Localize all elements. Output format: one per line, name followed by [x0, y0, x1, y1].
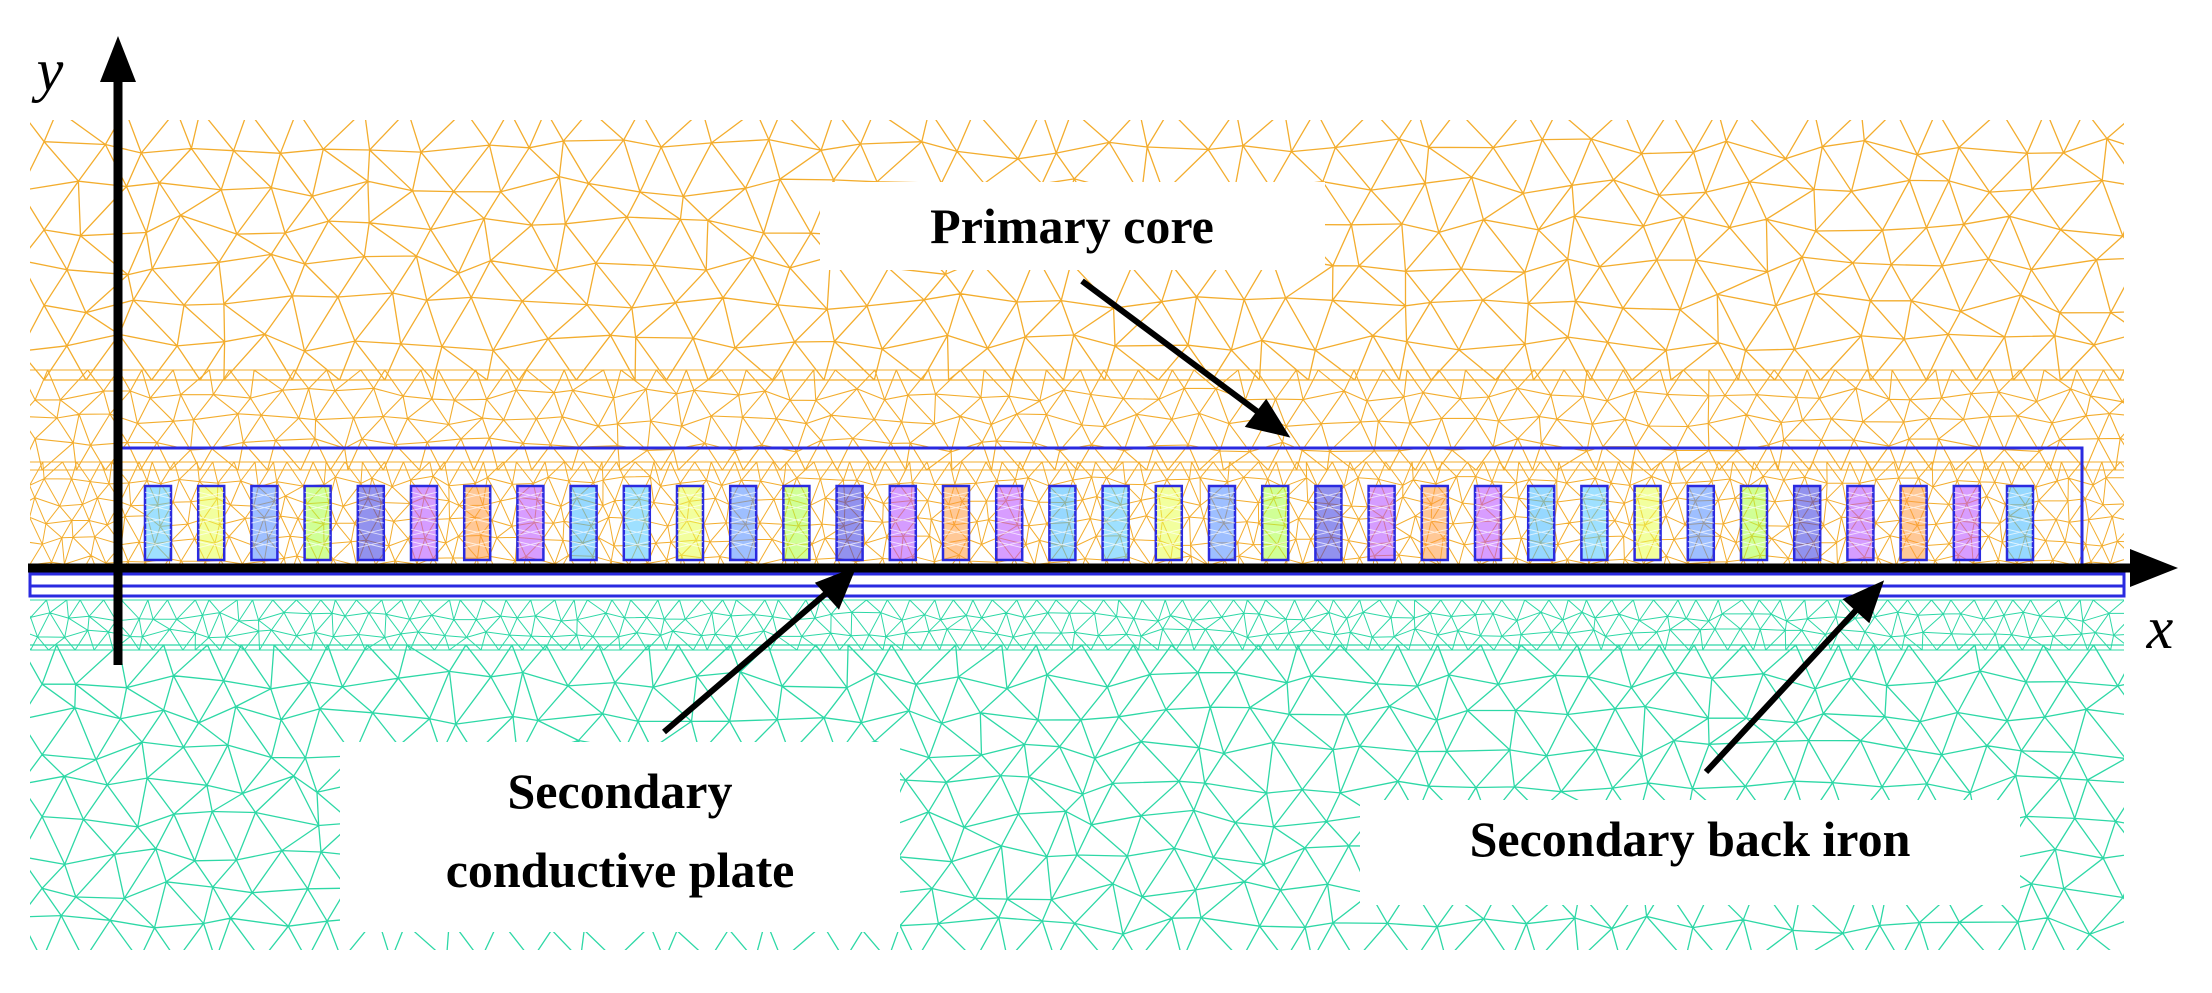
coil-slot — [1633, 484, 1662, 562]
leader-arrows — [662, 278, 1885, 775]
coil-slot — [1899, 484, 1928, 562]
secondary-back-iron-outline — [28, 584, 2126, 598]
coil-slot — [569, 484, 598, 562]
back-iron-arrowhead — [1842, 580, 1885, 624]
coil-slot — [782, 484, 811, 562]
secondary-plate-label-bg — [340, 742, 900, 932]
coil-slot — [356, 484, 386, 562]
secondary-back-iron-mesh — [30, 599, 2124, 950]
x-axis-arrowhead — [2130, 549, 2178, 587]
coil-slot — [888, 484, 918, 562]
coil-slot — [1367, 484, 1396, 562]
coil-slot — [462, 484, 492, 562]
coordinate-axes — [28, 36, 2178, 665]
coil-slot — [196, 484, 226, 562]
y-axis-arrowhead — [100, 36, 136, 82]
coil-slot — [1792, 484, 1822, 562]
secondary-plate-outline — [28, 572, 2126, 588]
back-iron-label-bg — [1360, 800, 2020, 905]
secondary-plate-arrow-line — [662, 587, 832, 735]
coil-slot — [1846, 484, 1875, 562]
primary-core-label-bg — [820, 182, 1325, 270]
primary-core-mesh — [30, 120, 2124, 575]
secondary-plate-arrowhead — [814, 566, 857, 610]
coil-slot — [835, 484, 864, 562]
coil-slot — [516, 484, 545, 562]
coil-slot — [1739, 484, 1769, 562]
coil-slot — [250, 484, 279, 562]
secondary-plate-label-line2: conductive plate — [446, 842, 795, 898]
primary-core-arrowhead — [1244, 398, 1291, 438]
coil-slot — [622, 484, 652, 562]
coil-slot — [1686, 484, 1716, 562]
coil-slot — [1260, 484, 1290, 562]
coil-slot — [941, 484, 971, 562]
coil-slots — [143, 484, 2035, 562]
coil-slot — [1580, 484, 1609, 562]
y-axis-label: y — [31, 37, 64, 103]
coil-slot — [1473, 484, 1503, 562]
primary-core-arrow-line — [1080, 278, 1264, 418]
coil-slot — [1101, 484, 1130, 562]
coil-slot — [675, 484, 705, 562]
coil-slot — [1420, 484, 1450, 562]
coil-slot — [1154, 484, 1184, 562]
coil-slot — [1952, 484, 1982, 562]
coil-slot — [2005, 484, 2035, 562]
coil-slot — [1526, 484, 1556, 562]
x-axis-label: x — [2146, 595, 2174, 661]
coil-slot — [303, 484, 332, 562]
coil-slot — [1048, 484, 1077, 562]
coil-slot — [728, 484, 758, 562]
coil-slot — [994, 484, 1024, 562]
coil-slot — [1314, 484, 1343, 562]
coil-slot — [409, 484, 439, 562]
back-iron-label: Secondary back iron — [1470, 811, 1911, 867]
back-iron-arrow-line — [1703, 603, 1863, 775]
coil-slot — [143, 484, 173, 562]
secondary-plate-label-line1: Secondary — [508, 763, 733, 819]
primary-core-label: Primary core — [930, 198, 1214, 254]
coil-slot — [1207, 484, 1237, 562]
